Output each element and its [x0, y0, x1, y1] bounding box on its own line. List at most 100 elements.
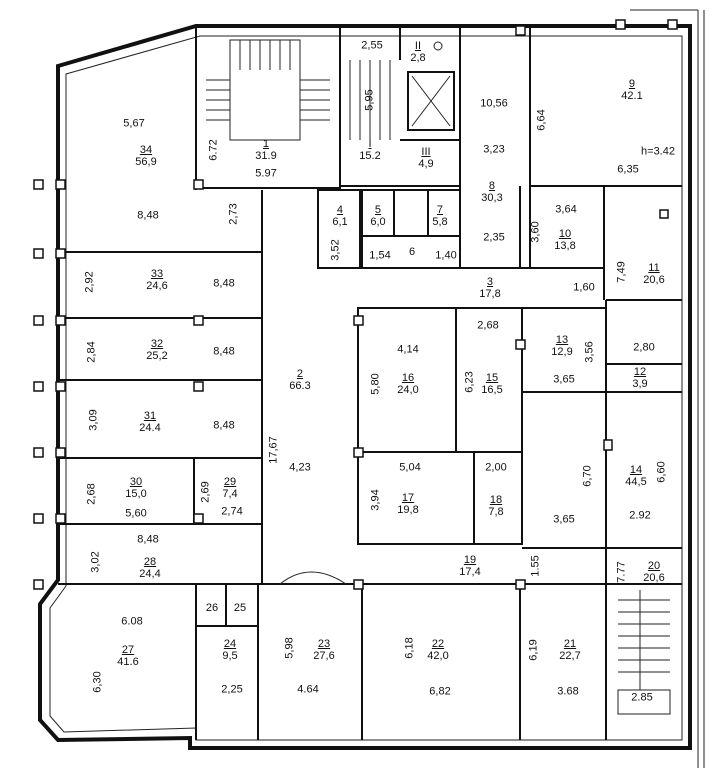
dimension-label: 5.97 — [255, 167, 277, 180]
dimension-label: 8,48 — [137, 533, 159, 546]
dimension-label: 3,94 — [369, 489, 382, 511]
stair-room-1 — [195, 25, 341, 189]
elevator-block — [339, 25, 461, 187]
dimension-label: 7.77 — [615, 561, 628, 583]
dimension-label: 3,02 — [89, 551, 102, 573]
dimension-label: 3,52 — [329, 239, 342, 261]
dimension-label: 5,80 — [369, 373, 382, 395]
room-25: 25 — [233, 602, 247, 614]
dimension-label: 8,48 — [213, 345, 235, 358]
dimension-label: 8,48 — [213, 419, 235, 432]
dimension-label: 1,54 — [369, 249, 391, 262]
stair-room-20 — [617, 590, 671, 715]
dimension-label: 3,65 — [553, 513, 575, 526]
dimension-label: 5,67 — [123, 117, 145, 130]
dimension-label: 4,14 — [397, 343, 419, 356]
ceiling-height-note: h=3.42 — [641, 145, 675, 158]
dimension-label: 4.64 — [297, 683, 319, 696]
dimension-label: 2.85 — [631, 691, 653, 704]
dimension-label: 6,19 — [527, 639, 540, 661]
dimension-label: 2,25 — [221, 683, 243, 696]
dimension-label: 1,40 — [435, 249, 457, 262]
dimension-label: 6,70 — [581, 465, 594, 487]
dimension-label: 2,35 — [483, 231, 505, 244]
dimension-label: 3,65 — [553, 373, 575, 386]
dimension-label: 4,23 — [289, 461, 311, 474]
dimension-label: 3,56 — [583, 341, 596, 363]
dimension-label: 6.72 — [207, 139, 220, 161]
south-rooms-walls — [195, 548, 682, 740]
dimension-label: 6,60 — [655, 461, 668, 483]
dimension-label: 3,23 — [483, 143, 505, 156]
exterior-columns — [33, 19, 678, 590]
central-block-walls — [357, 307, 523, 545]
dimension-label: 2.92 — [629, 509, 651, 522]
dimension-label: 6,64 — [535, 109, 548, 131]
dimension-label: 6,23 — [463, 371, 476, 393]
east-rooms-walls — [521, 299, 682, 549]
dimension-label: 6,18 — [403, 637, 416, 659]
dimension-label: 5,60 — [125, 507, 147, 520]
dimension-label: 2,69 — [199, 481, 212, 503]
dimension-label: 3,09 — [87, 409, 100, 431]
dimension-label: 10,56 — [480, 97, 508, 110]
exterior-wall — [38, 24, 692, 750]
dimension-label: 8,48 — [137, 209, 159, 222]
dimension-label: 3,60 — [529, 221, 542, 243]
dimension-label: 6,30 — [91, 671, 104, 693]
dimension-label: 5,04 — [399, 461, 421, 474]
dimension-label: 6,82 — [429, 685, 451, 698]
dimension-label: 2,80 — [633, 341, 655, 354]
dimension-label: 1,60 — [573, 281, 595, 294]
dimension-label: 3.68 — [557, 685, 579, 698]
dimension-label: 1.55 — [529, 555, 542, 577]
dimension-label: 2,84 — [85, 341, 98, 363]
dimension-label: 2,92 — [83, 271, 96, 293]
dimension-label: 17,67 — [267, 436, 280, 464]
dimension-label: 2,73 — [227, 203, 240, 225]
dimension-label: 6,35 — [617, 163, 639, 176]
dimension-label: 2,74 — [221, 505, 243, 518]
dimension-label: 7,49 — [615, 261, 628, 283]
dimension-label: 2,68 — [477, 319, 499, 332]
room-26: 26 — [205, 602, 219, 614]
dimension-label: 3,64 — [555, 203, 577, 216]
dimension-label: 5,95 — [363, 89, 376, 111]
room-6: 6 — [408, 246, 416, 258]
dimension-label: 5,98 — [283, 637, 296, 659]
dimension-label: 8,48 — [213, 277, 235, 290]
north-east-walls — [459, 26, 682, 300]
